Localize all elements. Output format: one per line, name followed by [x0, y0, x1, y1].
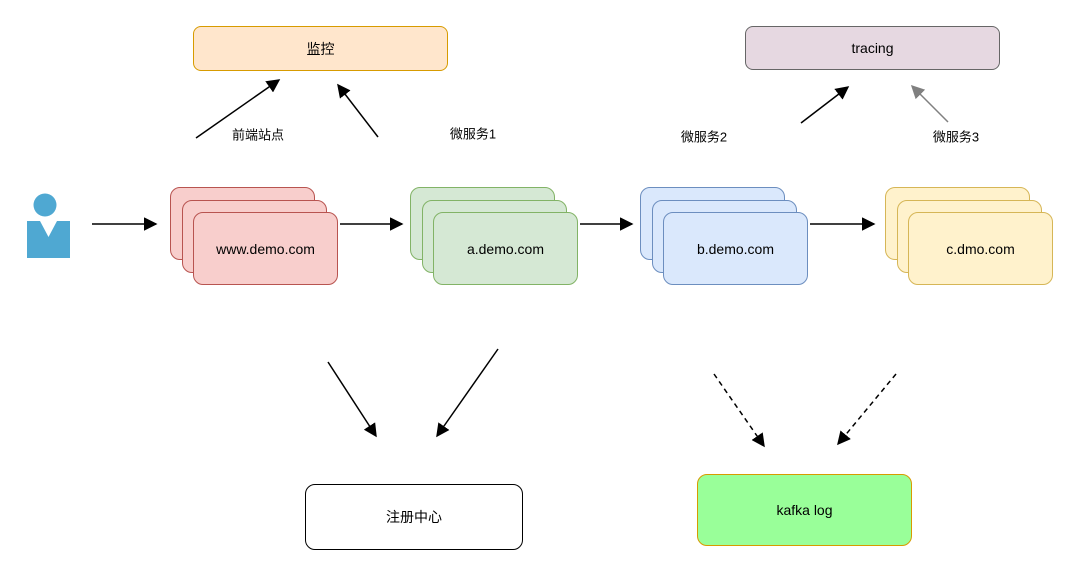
stack-card-front: a.demo.com: [433, 212, 578, 285]
node-www-label: www.demo.com: [216, 240, 315, 257]
node-a-label: a.demo.com: [466, 240, 545, 257]
node-a-demo-stack: a.demo.com: [410, 187, 578, 285]
node-monitoring: 监控: [193, 26, 448, 71]
arrow-c-to-kafka-dashed: [837, 373, 897, 446]
arrow-ms1-to-monitoring: [337, 83, 379, 138]
edge-label-microservice-2: 微服务2: [680, 129, 728, 145]
node-registry-label: 注册中心: [386, 509, 442, 525]
node-tracing: tracing: [745, 26, 1000, 70]
node-tracing-label: tracing: [851, 40, 894, 56]
node-b-demo-stack: b.demo.com: [640, 187, 808, 285]
edge-label-microservice-3: 微服务3: [932, 129, 980, 145]
node-kafka-log: kafka log: [697, 474, 912, 546]
node-monitoring-label: 监控: [306, 40, 335, 57]
node-b-label: b.demo.com: [696, 240, 775, 257]
node-c-demo-stack: c.dmo.com: [885, 187, 1053, 285]
node-registry-center: 注册中心: [305, 484, 523, 550]
stack-card-front: www.demo.com: [193, 212, 338, 285]
arrow-ms2-to-tracing: [800, 86, 850, 124]
node-kafka-label: kafka log: [776, 502, 833, 518]
arrow-b-to-kafka-dashed: [713, 373, 765, 448]
node-c-label: c.dmo.com: [946, 240, 1015, 257]
arrow-ms3-to-tracing: [910, 84, 949, 123]
node-www-demo-stack: www.demo.com: [170, 187, 338, 285]
arrow-frontend-to-monitoring: [195, 79, 281, 139]
arrow-www-to-registry: [327, 361, 377, 438]
arrow-a-to-registry: [436, 348, 499, 438]
stack-card-front: c.dmo.com: [908, 212, 1053, 285]
user-icon: [27, 193, 70, 258]
edge-label-microservice-1: 微服务1: [449, 126, 497, 142]
edge-label-frontend-site: 前端站点: [231, 127, 285, 143]
stack-card-front: b.demo.com: [663, 212, 808, 285]
